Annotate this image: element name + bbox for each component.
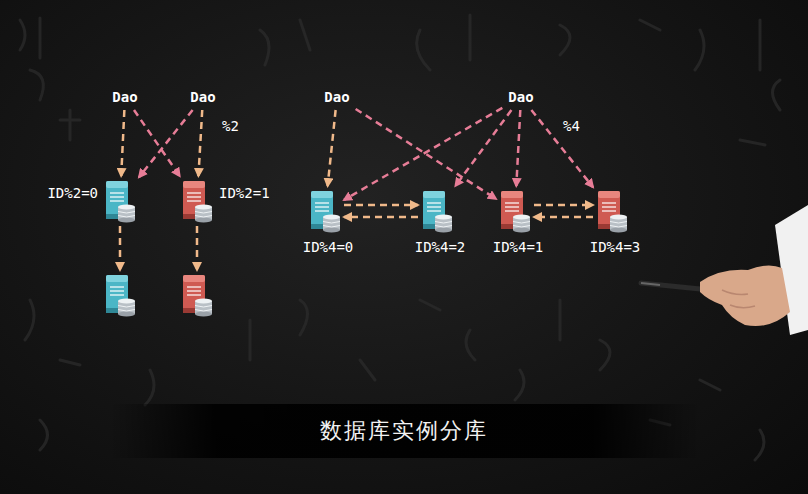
server-icon bbox=[499, 189, 531, 233]
server-icon bbox=[104, 273, 136, 317]
routing-arrow bbox=[356, 109, 496, 199]
routing-arrow bbox=[198, 110, 202, 176]
hand bbox=[700, 265, 790, 326]
modulo-label: %4 bbox=[563, 118, 580, 134]
database-server: ID%4=3 bbox=[596, 189, 628, 233]
finger-lines bbox=[722, 290, 755, 308]
database-server: ID%2=0 bbox=[104, 179, 136, 223]
shard-rule-label: ID%4=1 bbox=[493, 239, 544, 255]
routing-arrow bbox=[328, 110, 336, 186]
server-icon bbox=[309, 189, 341, 233]
dao-label: Dao bbox=[508, 89, 533, 105]
database-server: ID%4=2 bbox=[421, 189, 453, 233]
routing-arrow bbox=[516, 110, 520, 186]
shard-rule-label: ID%2=0 bbox=[47, 185, 98, 201]
routing-arrow bbox=[134, 110, 180, 176]
server-icon bbox=[104, 179, 136, 223]
routing-arrow bbox=[344, 216, 418, 219]
modulo-label: %2 bbox=[222, 118, 239, 134]
dao-node: Dao bbox=[109, 87, 140, 107]
server-icon bbox=[421, 189, 453, 233]
shard-rule-label: ID%4=0 bbox=[303, 239, 354, 255]
shard-rule-label: ID%4=3 bbox=[590, 239, 641, 255]
routing-arrow bbox=[139, 110, 193, 177]
routing-arrow bbox=[455, 110, 511, 186]
routing-arrow bbox=[534, 216, 593, 219]
dao-node: Dao bbox=[505, 87, 536, 107]
pointer-tip bbox=[641, 283, 660, 285]
dao-label: Dao bbox=[112, 89, 137, 105]
database-server bbox=[181, 273, 213, 317]
shard-rule-label: ID%2=1 bbox=[219, 185, 270, 201]
database-server: ID%2=1 bbox=[181, 179, 213, 223]
routing-arrow bbox=[121, 110, 124, 176]
routing-arrow bbox=[344, 204, 418, 207]
dao-label: Dao bbox=[190, 89, 215, 105]
routing-arrow bbox=[196, 226, 199, 270]
dao-node: Dao bbox=[187, 87, 218, 107]
shard-rule-label: ID%4=2 bbox=[415, 239, 466, 255]
routing-arrow bbox=[119, 226, 122, 270]
caption: 数据库实例分库 bbox=[320, 416, 488, 446]
dao-node: Dao bbox=[321, 87, 352, 107]
server-icon bbox=[596, 189, 628, 233]
server-icon bbox=[181, 273, 213, 317]
server-icon bbox=[181, 179, 213, 223]
routing-arrow bbox=[534, 204, 593, 207]
database-server: ID%4=1 bbox=[499, 189, 531, 233]
database-server: ID%4=0 bbox=[309, 189, 341, 233]
routing-arrow bbox=[531, 110, 593, 187]
database-server bbox=[104, 273, 136, 317]
dao-label: Dao bbox=[324, 89, 349, 105]
